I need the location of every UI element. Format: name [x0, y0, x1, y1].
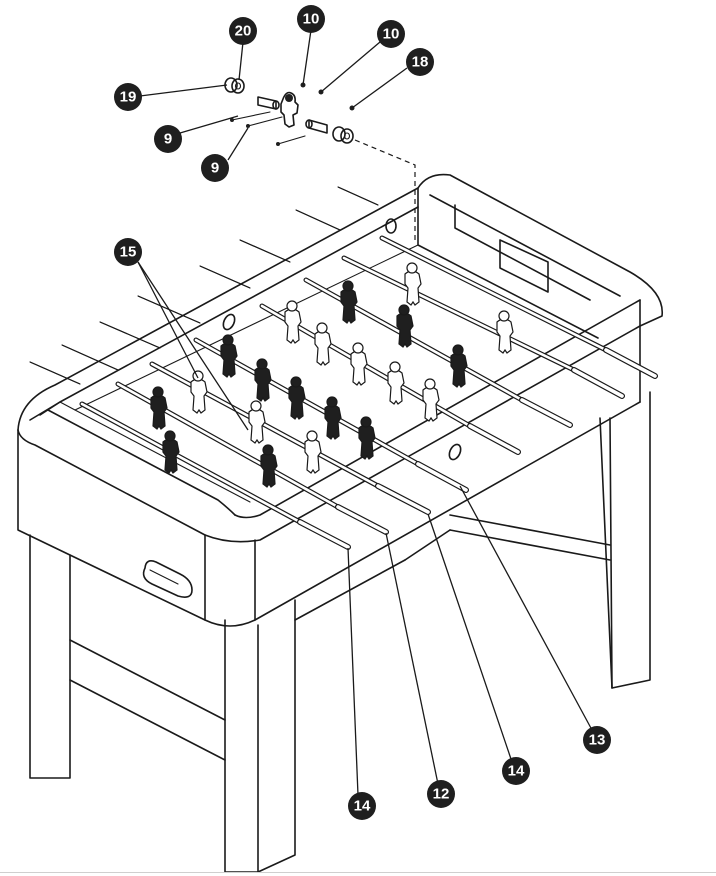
player-figure-21	[496, 310, 514, 354]
player-figure-16-body	[284, 308, 302, 344]
callouts: 20 10 10 18 19 9 9 15	[114, 5, 611, 820]
callout-19-label: 19	[120, 89, 137, 106]
player-figure-6	[248, 400, 266, 444]
player-figure-2	[150, 386, 168, 430]
player-figure-9	[304, 430, 322, 474]
callout-13: 13	[583, 726, 611, 754]
callout-12: 12	[427, 780, 455, 808]
callout-19: 19	[114, 83, 142, 111]
player-figure-2-head	[152, 386, 164, 398]
player-figure-21-head	[498, 310, 510, 322]
player-figure-7-head	[290, 376, 302, 388]
player-figure-19	[450, 344, 468, 388]
callout-20: 20	[229, 17, 257, 45]
player-figure-1	[162, 430, 180, 474]
player-figure-20-head	[406, 262, 418, 274]
player-figure-21-body	[496, 318, 514, 354]
callout-15-label: 15	[120, 244, 137, 261]
player-figure-12	[314, 322, 332, 366]
player-figure-12-body	[314, 330, 332, 366]
player-figure-19-body	[450, 352, 468, 388]
player-figure-4	[220, 334, 238, 378]
player-figure-12-head	[316, 322, 328, 334]
player-figure-4-body	[220, 342, 238, 378]
player-figure-18	[396, 304, 414, 348]
callout-12-label: 12	[433, 786, 450, 803]
callout-14-left: 14	[348, 792, 376, 820]
callout-13-label: 13	[589, 732, 606, 749]
player-figure-7-body	[288, 384, 306, 420]
player-figure-13	[350, 342, 368, 386]
player-figure-7	[288, 376, 306, 420]
player-figure-10	[324, 396, 342, 440]
player-figure-13-body	[350, 350, 368, 386]
player-figure-6-head	[250, 400, 262, 412]
player-figure-17-head	[342, 280, 354, 292]
player-figure-4-head	[222, 334, 234, 346]
player-figure-19-head	[452, 344, 464, 356]
player-figure-16-head	[286, 300, 298, 312]
player-figure-1-head	[164, 430, 176, 442]
rod-1-core	[80, 402, 302, 524]
player-figure-16	[284, 300, 302, 344]
player-figure-9-head	[306, 430, 318, 442]
player-figure-10-body	[324, 404, 342, 440]
player-figure-14	[387, 361, 405, 405]
player-figure-8-head	[262, 444, 274, 456]
player-figure-17-body	[340, 288, 358, 324]
player-figure-17	[340, 280, 358, 324]
table-legs	[29, 391, 651, 873]
player-figure-5-head	[256, 358, 268, 370]
player-figure-3-body	[190, 378, 208, 414]
player-figure-10-head	[326, 396, 338, 408]
player-figure-6-body	[248, 408, 266, 444]
callout-18: 18	[406, 48, 434, 76]
bottom-divider	[0, 872, 716, 873]
player-figure-14-body	[387, 369, 405, 405]
callout-18-label: 18	[412, 54, 429, 71]
exploded-hardware-detail	[224, 77, 416, 240]
callout-10-left: 10	[297, 5, 325, 33]
player-figure-8	[260, 444, 278, 488]
leader-lines	[137, 29, 593, 796]
player-figure-20	[404, 262, 422, 306]
callout-15: 15	[114, 238, 142, 266]
callout-9-upper-label: 9	[164, 131, 172, 148]
near-rod-ends	[297, 347, 658, 550]
player-figure-8-body	[260, 452, 278, 488]
player-figure-9-body	[304, 438, 322, 474]
player-figure-18-head	[398, 304, 410, 316]
player-figure-5-body	[254, 366, 272, 402]
player-figure-15-head	[424, 378, 436, 390]
player-figure-18-body	[396, 312, 414, 348]
callout-10-right: 10	[377, 20, 405, 48]
rod-8-core	[380, 236, 608, 352]
player-figure-5	[254, 358, 272, 402]
callout-14-right: 14	[502, 757, 530, 785]
player-figure-1-body	[162, 438, 180, 474]
player-figure-11-body	[358, 424, 376, 460]
player-figure-11-head	[360, 416, 372, 428]
callout-9-lower-label: 9	[211, 160, 219, 177]
player-figure-20-body	[404, 270, 422, 306]
player-figure-15	[422, 378, 440, 422]
player-figure-11	[358, 416, 376, 460]
player-figures	[150, 262, 514, 488]
rod-3-core	[150, 362, 380, 488]
callout-20-label: 20	[235, 23, 252, 40]
callout-14-right-label: 14	[508, 763, 525, 780]
callout-9-lower: 9	[201, 154, 229, 182]
player-figure-13-head	[352, 342, 364, 354]
callout-10-left-label: 10	[303, 11, 320, 28]
player-figure-15-body	[422, 386, 440, 422]
table-body	[17, 173, 663, 627]
callout-14-left-label: 14	[354, 798, 371, 815]
callout-10-right-label: 10	[383, 26, 400, 43]
player-figure-14-head	[389, 361, 401, 373]
rod-7-core	[342, 256, 576, 372]
player-figure-2-body	[150, 394, 168, 430]
player-figure-3	[190, 370, 208, 414]
callout-9-upper: 9	[154, 125, 182, 153]
